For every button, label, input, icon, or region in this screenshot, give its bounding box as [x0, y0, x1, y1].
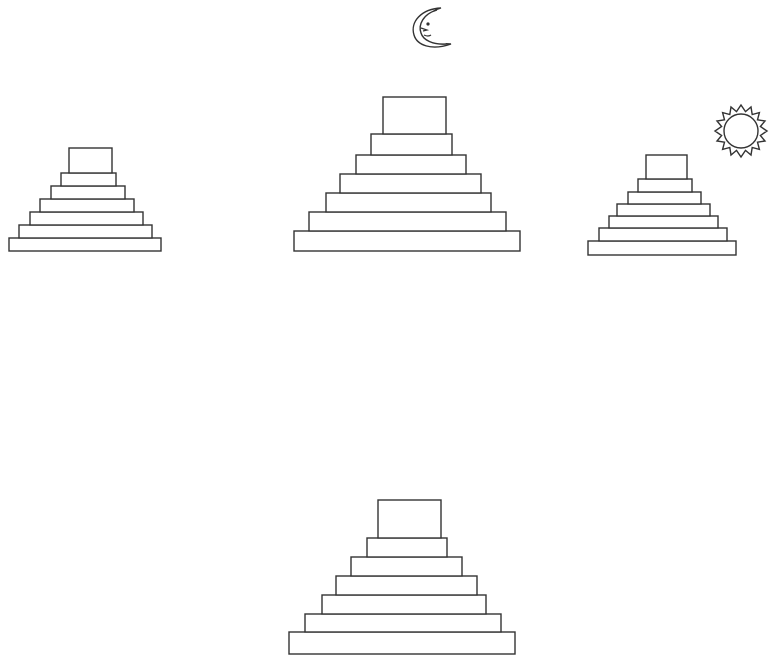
pyramid-step — [336, 576, 477, 595]
pyramid-step — [294, 231, 520, 251]
pyramid-step — [69, 148, 112, 173]
pyramid-step — [617, 204, 710, 216]
pyramid-bottom-icon — [289, 500, 515, 654]
pyramid-step — [599, 228, 727, 241]
pyramid-step — [340, 174, 481, 193]
pyramid-right-icon — [588, 155, 736, 255]
pyramid-step — [40, 199, 134, 212]
pyramid-step — [61, 173, 116, 186]
pyramid-left-icon — [9, 148, 161, 251]
pyramid-center-icon — [294, 97, 520, 251]
pyramid-step — [326, 193, 491, 212]
pyramid-step — [30, 212, 143, 225]
pyramid-step — [51, 186, 125, 199]
pyramid-step — [609, 216, 718, 228]
sun-icon — [715, 105, 767, 157]
pyramid-step — [383, 97, 446, 134]
pyramid-step — [356, 155, 466, 174]
moon-icon — [413, 8, 451, 47]
pyramid-step — [367, 538, 447, 557]
pyramid-step — [351, 557, 462, 576]
pyramid-step — [289, 632, 515, 654]
pyramid-step — [638, 179, 692, 192]
pyramid-step — [588, 241, 736, 255]
pyramid-step — [378, 500, 441, 538]
pyramid-step — [305, 614, 501, 632]
pyramid-step — [9, 238, 161, 251]
pyramid-step — [309, 212, 506, 231]
pyramid-step — [322, 595, 486, 614]
pyramid-step — [19, 225, 152, 238]
pyramid-step — [646, 155, 687, 179]
pyramid-step — [628, 192, 701, 204]
pyramid-step — [371, 134, 452, 155]
